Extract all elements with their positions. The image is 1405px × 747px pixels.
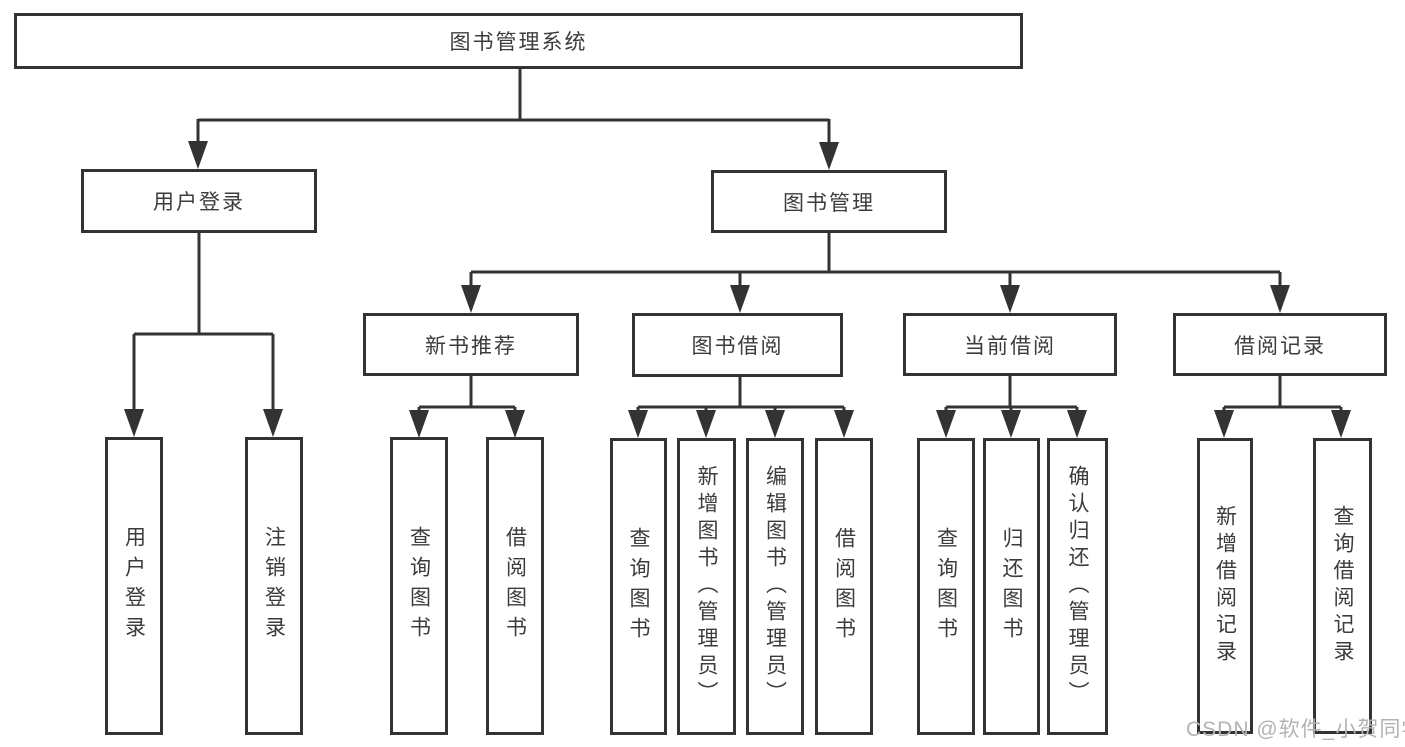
leaf-confirm-return-admin: 确认归还（管理员） bbox=[1047, 438, 1108, 735]
arrowhead bbox=[730, 285, 750, 313]
arrowhead bbox=[1067, 410, 1087, 438]
leaf-query-book-1: 查询图书 bbox=[390, 437, 448, 735]
node-book-management: 图书管理 bbox=[711, 170, 947, 233]
leaf-query-borrow-record: 查询借阅记录 bbox=[1313, 438, 1372, 734]
leaf-add-book-admin: 新增图书（管理员） bbox=[677, 438, 736, 735]
arrowhead bbox=[1000, 285, 1020, 313]
leaf-borrow-book-2: 借阅图书 bbox=[815, 438, 873, 735]
watermark: CSDN @软件_小贺同学 bbox=[1186, 718, 1405, 741]
node-book-borrow: 图书借阅 bbox=[632, 313, 843, 377]
arrowhead bbox=[188, 141, 208, 169]
node-label: 当前借阅 bbox=[964, 334, 1056, 358]
leaf-query-book-3: 查询图书 bbox=[917, 438, 975, 735]
arrowhead bbox=[124, 409, 144, 437]
node-current-borrow: 当前借阅 bbox=[903, 313, 1117, 376]
leaf-return-book: 归还图书 bbox=[983, 438, 1040, 735]
arrowhead bbox=[628, 410, 648, 438]
arrowhead bbox=[505, 410, 525, 438]
arrowhead bbox=[461, 285, 481, 313]
arrowhead bbox=[936, 410, 956, 438]
node-label: 确认归还（管理员） bbox=[1066, 465, 1089, 708]
arrowhead bbox=[834, 410, 854, 438]
node-user-login: 用户登录 bbox=[81, 169, 317, 233]
leaf-user-login: 用户登录 bbox=[105, 437, 163, 735]
node-label: 查询图书 bbox=[407, 526, 431, 646]
node-label: 图书管理系统 bbox=[449, 31, 588, 54]
arrowhead bbox=[1001, 410, 1021, 438]
node-label: 归还图书 bbox=[1000, 526, 1023, 647]
node-label: 编辑图书（管理员） bbox=[763, 465, 787, 708]
node-label: 图书管理 bbox=[783, 191, 875, 215]
leaf-logout: 注销登录 bbox=[245, 437, 303, 735]
leaf-query-book-2: 查询图书 bbox=[610, 438, 667, 735]
arrowhead bbox=[696, 410, 716, 438]
node-label: 借阅图书 bbox=[832, 526, 856, 647]
node-borrow-records: 借阅记录 bbox=[1173, 313, 1387, 376]
node-label: 查询图书 bbox=[627, 526, 650, 647]
node-root-system: 图书管理系统 bbox=[14, 13, 1023, 69]
leaf-edit-book-admin: 编辑图书（管理员） bbox=[746, 438, 804, 735]
node-label: 查询图书 bbox=[934, 526, 958, 647]
arrowhead bbox=[409, 410, 429, 438]
node-label: 新增借阅记录 bbox=[1213, 505, 1237, 667]
arrowhead bbox=[1270, 285, 1290, 313]
arrowhead bbox=[263, 409, 283, 437]
arrowhead bbox=[765, 410, 785, 438]
node-label: 新增图书（管理员） bbox=[695, 465, 718, 708]
arrowhead bbox=[1214, 410, 1234, 438]
node-label: 新书推荐 bbox=[425, 334, 517, 358]
node-label: 用户登录 bbox=[122, 526, 146, 646]
arrowheads bbox=[124, 141, 1351, 438]
leaf-add-borrow-record: 新增借阅记录 bbox=[1197, 438, 1253, 734]
node-label: 用户登录 bbox=[153, 191, 245, 214]
node-new-book-recommend: 新书推荐 bbox=[363, 313, 579, 376]
arrowhead bbox=[819, 142, 839, 170]
arrowhead bbox=[1331, 410, 1351, 438]
node-label: 借阅记录 bbox=[1234, 334, 1326, 358]
node-label: 借阅图书 bbox=[503, 526, 527, 646]
node-label: 注销登录 bbox=[262, 526, 286, 646]
node-label: 图书借阅 bbox=[691, 335, 784, 358]
leaf-borrow-book-1: 借阅图书 bbox=[486, 437, 544, 735]
node-label: 查询借阅记录 bbox=[1331, 505, 1354, 667]
